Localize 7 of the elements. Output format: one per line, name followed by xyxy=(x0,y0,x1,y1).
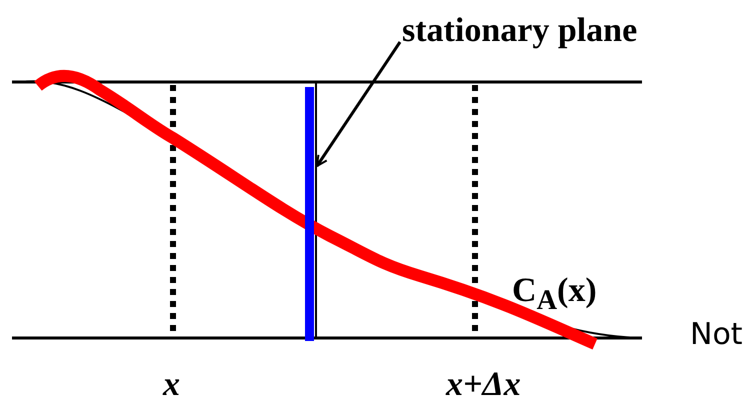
curve-label: C$_{A}$(x) xyxy=(512,272,597,317)
axis-label: x+Δx xyxy=(446,366,521,404)
axis-label: x xyxy=(163,366,180,404)
callout-text: stationary plane xyxy=(402,12,638,50)
plane-bar xyxy=(305,87,314,341)
note-text: Not xyxy=(690,317,743,352)
arrow xyxy=(316,41,402,167)
